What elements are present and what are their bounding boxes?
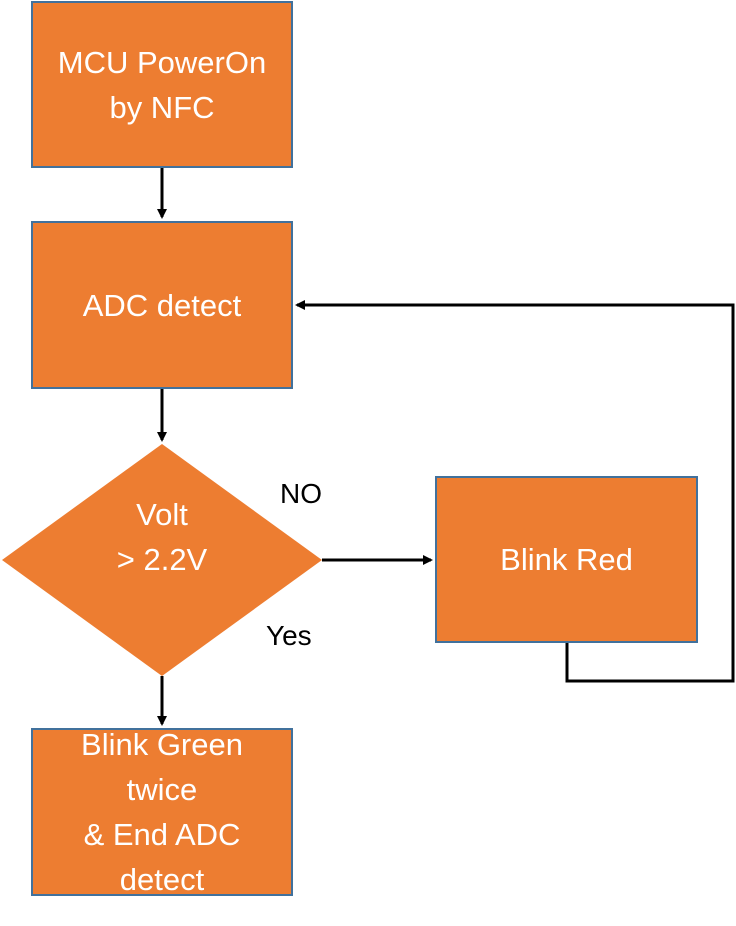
decision-line2: > 2.2V [116,542,208,577]
node-green-line3: & End ADC [83,817,241,852]
edge-label-yes: Yes [266,620,312,651]
edge-label-no: NO [280,478,322,509]
decision-line1: Volt [136,497,188,532]
node-mcu-line1: MCU PowerOn [57,44,267,80]
decision-diamond-volt [2,444,322,676]
node-mcu-line2: by NFC [109,89,215,125]
node-mcu-power-on: MCU PowerOn by NFC [31,1,293,168]
edge-red-loop-to-adc [295,300,735,683]
node-green-line1: Blink Green [81,727,243,762]
node-red-label: Blink Red [500,542,633,577]
node-adc-detect: ADC detect [31,221,293,389]
node-green-line2: twice [126,772,198,807]
decision-volt-text: Volt > 2.2V [62,492,262,582]
node-green-line4: detect [119,862,205,897]
node-adc-label: ADC detect [82,287,242,323]
node-blink-green: Blink Green twice & End ADC detect [31,727,293,897]
node-blink-red: Blink Red [435,476,698,643]
